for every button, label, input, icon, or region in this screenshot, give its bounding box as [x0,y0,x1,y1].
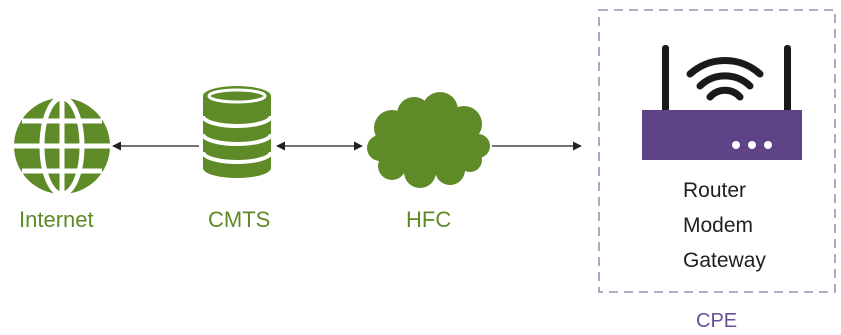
cmts-label: CMTS [208,207,271,232]
cpe-device-router: Router [683,179,747,202]
cpe-device-gateway: Gateway [683,249,766,272]
cpe-boundary [598,9,836,293]
cpe-device-modem: Modem [683,214,754,237]
hfc-label: HFC [406,207,452,232]
router-icon [642,45,802,160]
cloud-icon [367,92,490,188]
globe-icon [14,95,110,197]
cpe-label: CPE [696,310,738,332]
internet-label: Internet [19,207,94,232]
database-icon [201,86,273,178]
